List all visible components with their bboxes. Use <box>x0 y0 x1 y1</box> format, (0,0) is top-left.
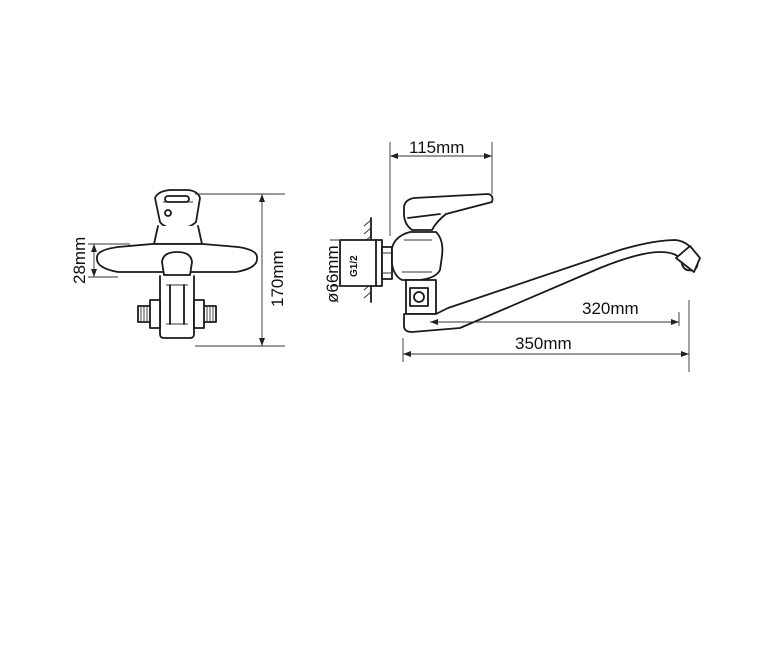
dim-115-line <box>389 142 493 236</box>
front-outlet <box>161 251 193 276</box>
dim-320-line <box>430 312 680 326</box>
dim-350-line <box>402 300 690 372</box>
dim-350-label: 350mm <box>515 334 572 353</box>
dim-320-label: 320mm <box>582 299 639 318</box>
dim-66-line <box>330 239 340 287</box>
front-cartridge <box>153 225 203 245</box>
side-body <box>391 231 444 281</box>
front-inlet-left <box>137 299 161 329</box>
dim-28-label: 28mm <box>70 237 89 284</box>
dim-170-line <box>195 193 285 347</box>
dim-115-label: 115mm <box>409 138 464 157</box>
side-view: G1/2 ø66mm 115mm 320mm 350mm <box>323 138 701 372</box>
dim-170-label: 170mm <box>268 250 287 307</box>
dim-66-label: ø66mm <box>323 245 342 303</box>
front-connector <box>159 275 195 339</box>
eccentric-nut <box>381 246 393 280</box>
front-view: 28mm 170mm <box>70 189 287 347</box>
thread-label: G1/2 <box>349 255 360 277</box>
spout-outlet <box>675 245 701 273</box>
hex-nut <box>409 287 429 307</box>
side-handle <box>403 193 494 231</box>
spout <box>403 239 699 333</box>
front-inlet-right <box>193 299 217 329</box>
